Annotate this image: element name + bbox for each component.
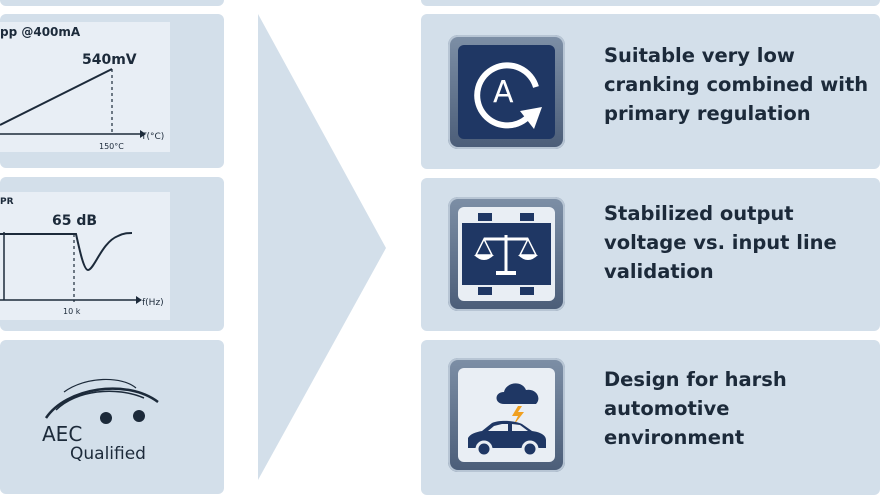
psrr-curve [0,232,133,272]
restart-circle [474,62,539,129]
restart-letter: A [493,75,514,110]
logo-arc-outer [44,387,159,419]
psrr-x-arrowhead [136,296,142,304]
chip-pin-bottom-left [478,287,492,295]
dropout-xlabel: T(°C) [140,132,164,142]
dropout-tick: 150°C [99,142,124,151]
feature-icon-box-2 [448,197,565,311]
psrr-ylabel: PR [0,197,14,207]
dropout-chart: pp @400mA 540mV T(°C) 150°C [0,22,170,152]
logo-arc-top [63,378,137,393]
top-right-panel-edge [421,0,880,6]
balance-scale-chip-icon [458,207,555,301]
lightning-bolt [512,406,524,426]
scale-left-pan [474,255,494,260]
feature-text-3: Design for harsh automotive environment [604,368,787,449]
chip-pin-top-left [478,213,492,221]
transition-arrow [258,14,386,480]
auto-restart-icon: A [458,45,555,139]
chip-pin-bottom-right [520,287,534,295]
arrow-chevron [258,14,386,480]
feature-icon-box-3 [448,358,565,472]
feature-icon-box-1: A [448,35,565,149]
aec-panel [0,340,224,494]
aec-text: AEC [42,422,82,446]
restart-arrowhead [520,107,542,129]
feature-text-1: Suitable very low cranking combined with… [604,44,869,125]
dropout-line [0,68,113,126]
logo-wheel-right [133,410,145,422]
feature-text-2: Stabilized output voltage vs. input line… [604,202,837,283]
psrr-chart: PR 65 dB f(Hz) 10 k [0,192,170,320]
dropout-chart-svg: pp @400mA 540mV T(°C) 150°C [0,25,164,151]
storm-car-icon [458,368,555,462]
top-left-panel-edge [0,0,224,6]
cloud-shape [496,383,539,404]
dropout-x-arrowhead [140,130,146,138]
logo-arc-inner [55,390,145,411]
aec-qualified-logo: AEC Qualified [42,378,159,464]
qualified-text: Qualified [70,444,146,464]
car-wheel-rear [521,440,539,458]
car-body [468,420,546,448]
scale-right-pan [518,255,538,260]
psrr-value-label: 65 dB [52,213,97,229]
car-window-front [488,424,508,431]
logo-wheel-left [100,412,112,424]
psrr-xlabel: f(Hz) [142,298,164,308]
dropout-ylabel: pp @400mA [0,25,81,39]
psrr-chart-svg: PR 65 dB f(Hz) 10 k [0,197,164,316]
dropout-value-label: 540mV [82,52,137,68]
chip-pin-top-right [520,213,534,221]
car-window-rear [512,424,528,431]
car-wheel-front [475,440,493,458]
scale-base [496,271,516,275]
psrr-tick: 10 k [63,307,81,316]
